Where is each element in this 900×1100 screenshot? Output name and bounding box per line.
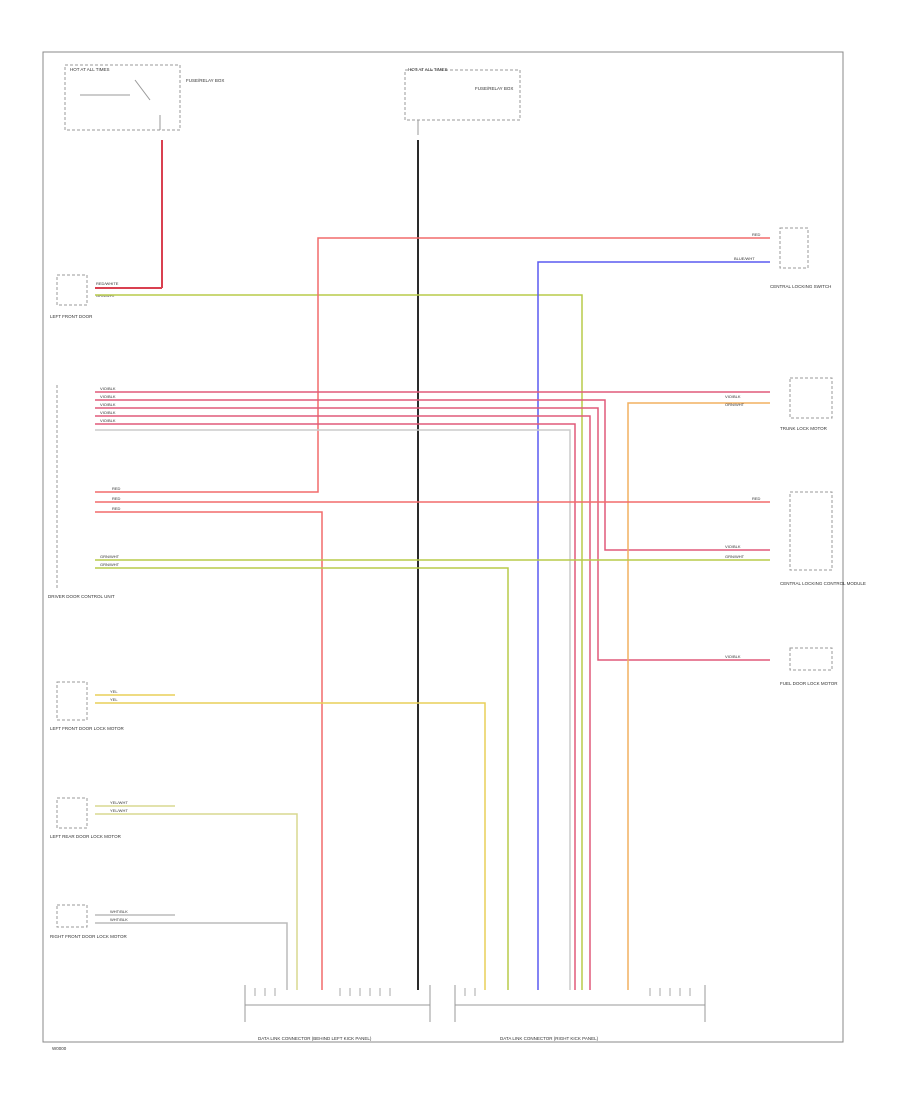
component-right-3: CENTRAL LOCKING CONTROL MODULE [780,491,866,586]
wire-label-grn-wht-3: GRN/WHT [100,562,120,567]
wire-label-red-r: RED [752,496,761,501]
svg-text:FUEL DOOR LOCK MOTOR: FUEL DOOR LOCK MOTOR [780,681,838,686]
wire-yellow-green-lower [95,559,770,990]
fuse-box-center-label: FUSE/RELAY BOX [475,86,513,91]
wire-label-grn-wht-r: GRN/WHT [725,554,745,559]
page-code: W0000 [52,1046,67,1051]
wire-blue [537,261,770,990]
wire-label-blue-white: BLUE/WHT [734,256,755,261]
wire-label-vio-blk-r3: VIO/BLK [725,654,741,659]
component-left-4: LEFT REAR DOOR LOCK MOTOR [50,797,122,839]
component-left-2: DRIVER DOOR CONTROL UNIT [48,385,115,599]
connector-right: DATA LINK CONNECTOR (RIGHT KICK PANEL) [454,985,706,1041]
wire-orange [627,402,770,990]
hot-at-all-times-left-label: HOT AT ALL TIMES [70,67,110,72]
component-left-3: LEFT FRONT DOOR LOCK MOTOR [50,681,125,731]
wire-label-yel-2: YEL [110,697,118,702]
wire-label-red-1: RED [112,486,121,491]
svg-text:LEFT FRONT DOOR LOCK MOTOR: LEFT FRONT DOOR LOCK MOTOR [50,726,125,731]
connector-left: DATA LINK CONNECTOR (BEHIND LEFT KICK PA… [244,985,431,1041]
svg-text:RIGHT FRONT DOOR LOCK MOTOR: RIGHT FRONT DOOR LOCK MOTOR [50,934,128,939]
connector-pins [254,988,691,996]
wire-label-vio-blk-1: VIO/BLK [100,386,116,391]
svg-text:DATA LINK CONNECTOR (RIGHT KIC: DATA LINK CONNECTOR (RIGHT KICK PANEL) [500,1036,599,1041]
wire-yel-wht-2 [95,813,298,990]
wire-label-vio-blk-3: VIO/BLK [100,402,116,407]
wire-wht-blk-2 [95,922,288,990]
wire-label-red-white: RED/WHITE [96,281,119,286]
wire-red-loop [95,237,770,493]
wire-yellow-2 [95,702,486,990]
wire-label-orn-wht: ORN/WHT [725,402,745,407]
hot-at-all-times-center-label: HOT AT ALL TIMES [408,67,448,72]
wire-label-vio-blk-r1: VIO/BLK [725,394,741,399]
wire-yellow-green-1 [95,294,583,990]
component-right-2: TRUNK LOCK MOTOR [780,377,833,431]
svg-text:DRIVER DOOR CONTROL UNIT: DRIVER DOOR CONTROL UNIT [48,594,115,599]
component-right-4: FUEL DOOR LOCK MOTOR [780,647,838,686]
diagram-frame [42,51,844,1043]
wire-label-wht-blk-1: WHT/BLK [110,909,128,914]
wire-label-vio-blk-2: VIO/BLK [100,394,116,399]
wire-label-yel-wht-1: YEL/WHT [110,800,128,805]
svg-text:DATA LINK CONNECTOR (BEHIND LE: DATA LINK CONNECTOR (BEHIND LEFT KICK PA… [258,1036,372,1041]
fuse-box-left: HOT AT ALL TIMES FUSE/RELAY BOX [64,64,224,131]
wire-label-wht-blk-2: WHT/BLK [110,917,128,922]
fuse-box-left-label: FUSE/RELAY BOX [186,78,224,83]
wire-label-vio-blk-4: VIO/BLK [100,410,116,415]
component-right-1: CENTRAL LOCKING SWITCH [770,227,831,289]
svg-text:CENTRAL LOCKING SWITCH: CENTRAL LOCKING SWITCH [770,284,831,289]
wire-label-grn-wht-2: GRN/WHT [100,554,120,559]
fuse-box-center: HOT AT ALL TIMES FUSE/RELAY BOX [404,67,521,135]
wire-label-red-3: RED [112,506,121,511]
wire-label-red-2: RED [112,496,121,501]
wire-red-mid [95,501,770,990]
svg-text:TRUNK LOCK MOTOR: TRUNK LOCK MOTOR [780,426,828,431]
component-left-5: RIGHT FRONT DOOR LOCK MOTOR [50,904,128,939]
svg-text:LEFT REAR DOOR LOCK MOTOR: LEFT REAR DOOR LOCK MOTOR [50,834,122,839]
component-left-1: LEFT FRONT DOOR [50,274,93,319]
wire-label-yel-wht-2: YEL/WHT [110,808,128,813]
svg-text:LEFT FRONT DOOR: LEFT FRONT DOOR [50,314,93,319]
wire-label-vio-blk-r2: VIO/BLK [725,544,741,549]
wire-pink-bundle [95,391,770,990]
wire-label-red-top: RED [752,232,761,237]
svg-text:CENTRAL LOCKING CONTROL MODULE: CENTRAL LOCKING CONTROL MODULE [780,581,866,586]
wire-label-vio-blk-5: VIO/BLK [100,418,116,423]
wire-label-yel-1: YEL [110,689,118,694]
